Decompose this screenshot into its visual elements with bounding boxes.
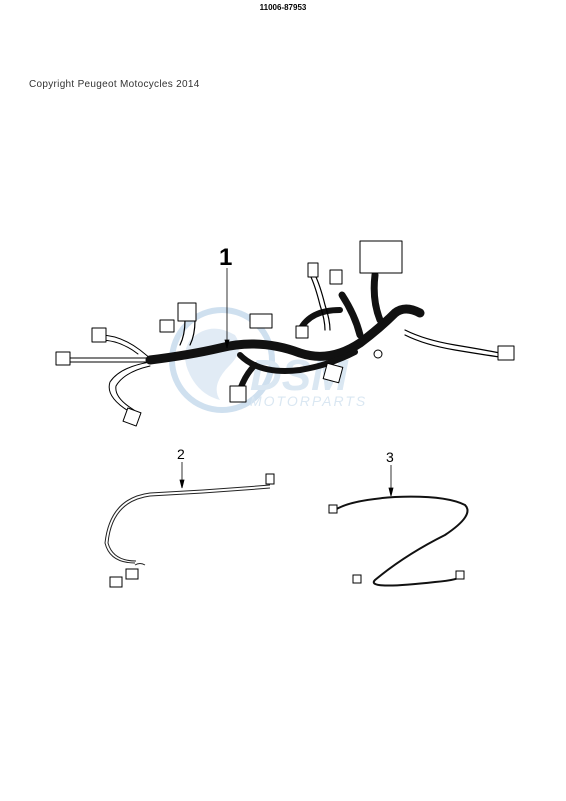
cable-part-2 <box>104 473 275 588</box>
cable-part-3 <box>328 495 469 587</box>
callout-leaders <box>179 268 394 497</box>
callout-1: 1 <box>219 244 232 271</box>
main-harness <box>55 240 515 427</box>
callout-3: 3 <box>386 449 394 465</box>
watermark-sub: MOTORPARTS <box>250 393 367 409</box>
callout-2: 2 <box>177 446 185 462</box>
copyright-text: Copyright Peugeot Motocycles 2014 <box>29 79 200 90</box>
part-number: 11006-87953 <box>259 3 307 12</box>
